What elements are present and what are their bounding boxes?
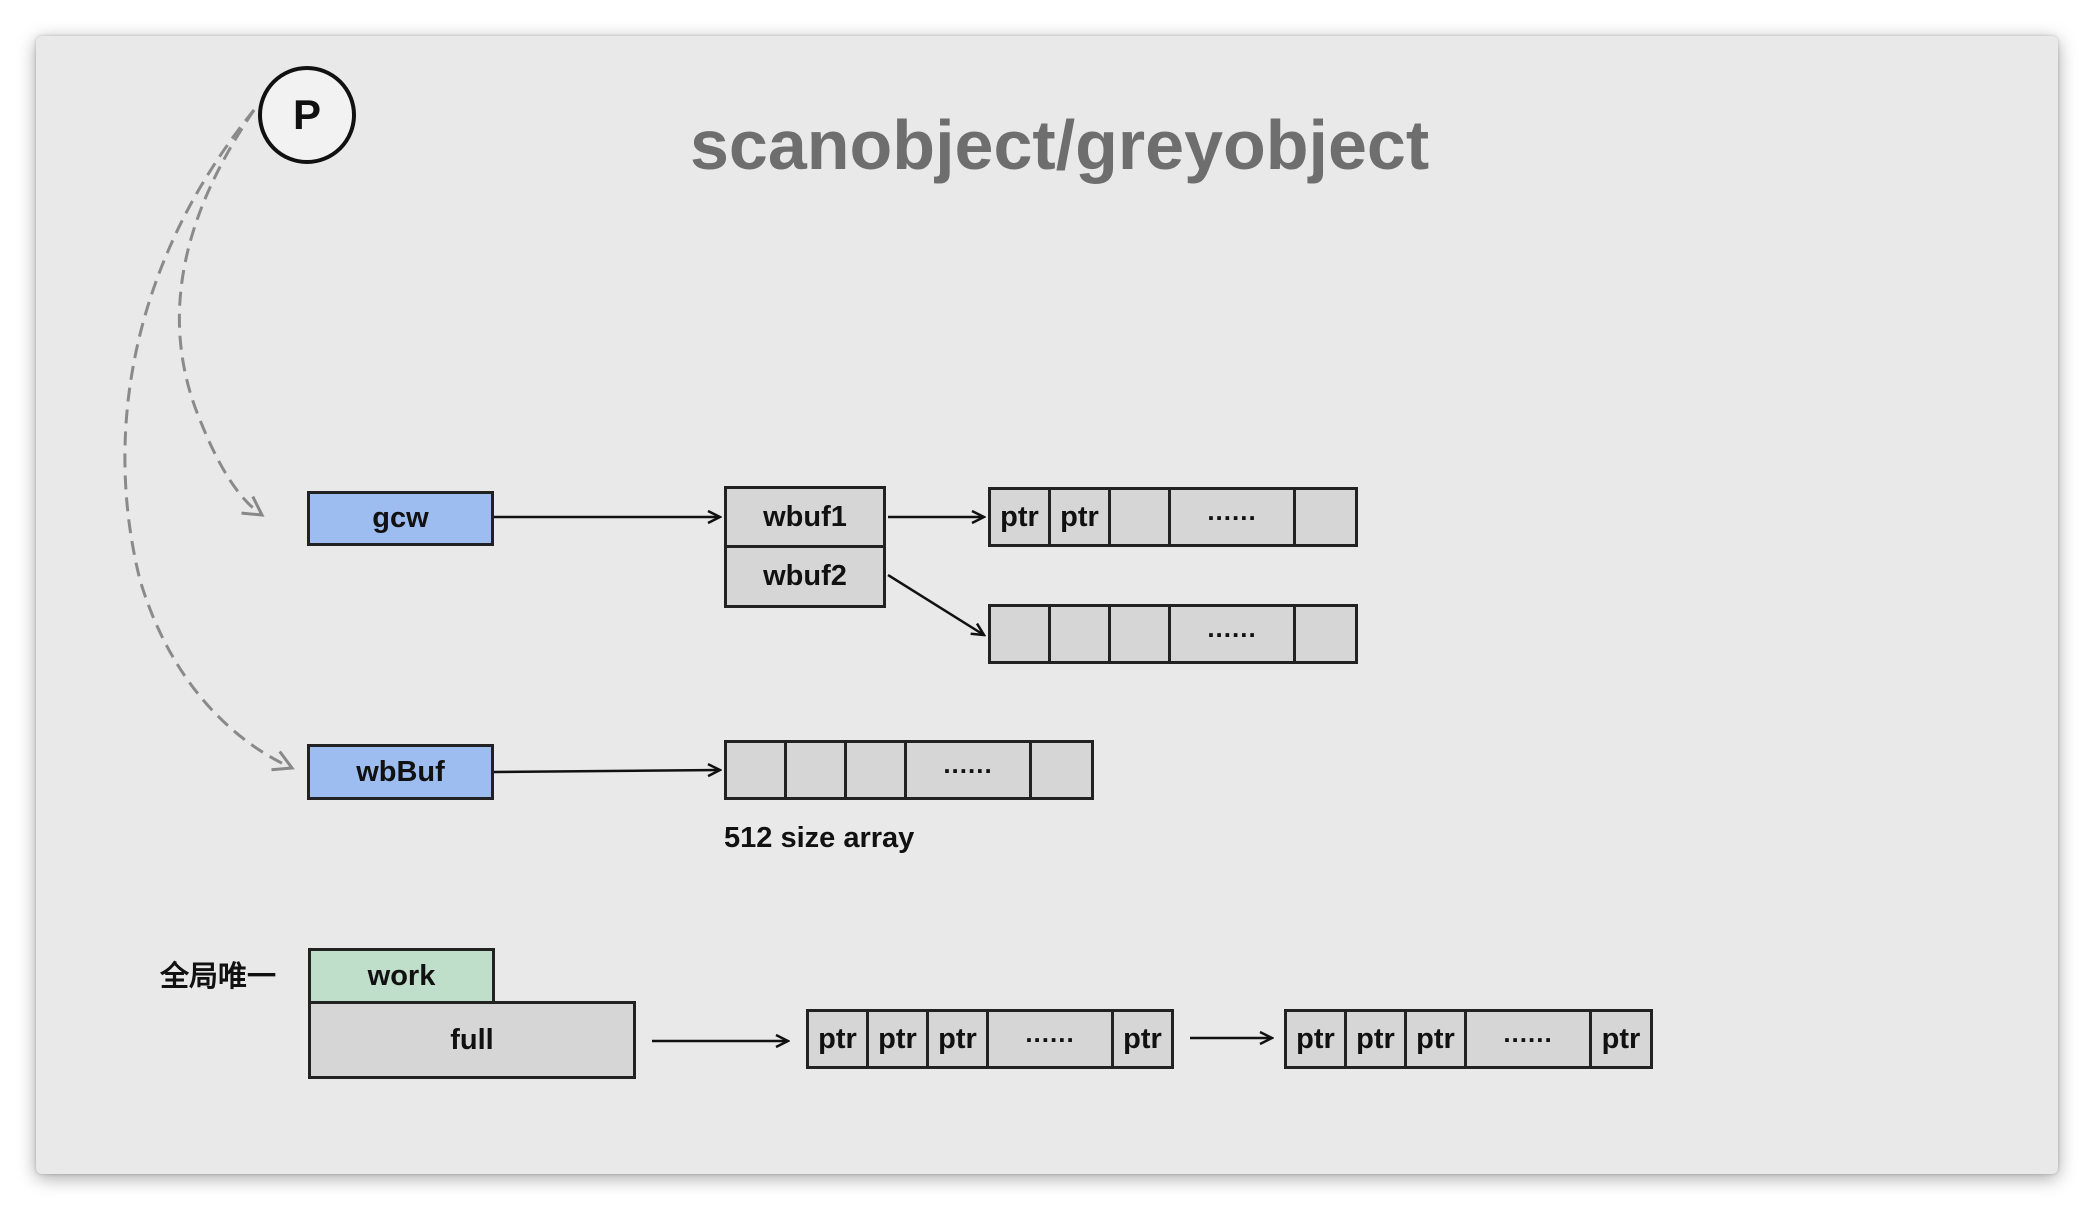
- wbuf2-to-array-arrow: [887, 573, 984, 635]
- array-cell: [1111, 490, 1171, 544]
- global-unique-label: 全局唯一: [160, 961, 277, 993]
- array-cell: ptr: [1123, 1022, 1162, 1055]
- array-cell: [991, 607, 1051, 661]
- array-ellipsis-cell: ......: [1467, 1012, 1592, 1066]
- wbuf1-array: ptr ptr ......: [988, 487, 1358, 547]
- work-box: work: [308, 948, 495, 1004]
- array-cell: ptr: [1601, 1022, 1641, 1055]
- array-cell: [1051, 607, 1111, 661]
- array-cell: ptr: [1051, 490, 1111, 544]
- array-cell: ptr: [809, 1012, 869, 1066]
- full-box: full: [308, 1001, 636, 1079]
- wbbuf-box: wbBuf: [307, 744, 494, 800]
- array-cell: [1032, 743, 1091, 797]
- wbuf2-box: wbuf2: [724, 545, 886, 608]
- array-cell: ptr: [1407, 1012, 1467, 1066]
- gcw-box: gcw: [307, 491, 494, 546]
- array-cell: [727, 743, 787, 797]
- array-size-caption: 512 size array: [724, 822, 915, 854]
- array-cell: ptr: [991, 490, 1051, 544]
- wbbuf-array: ......: [724, 740, 1094, 800]
- p-to-wbbuf-dashed-arrow: [123, 109, 295, 772]
- p-to-gcw-dashed-arrow: [178, 109, 265, 517]
- array-ellipsis-cell: ......: [1171, 490, 1296, 544]
- diagram-title: scanobject/greyobject: [690, 106, 1430, 184]
- wbuf2-array: ......: [988, 604, 1358, 664]
- array-cell: ptr: [869, 1012, 929, 1066]
- wbuf1-box: wbuf1: [724, 486, 886, 548]
- array-ellipsis-cell: ......: [989, 1012, 1114, 1066]
- array-cell: ptr: [1347, 1012, 1407, 1066]
- array-cell: [847, 743, 907, 797]
- array-cell: ptr: [1287, 1012, 1347, 1066]
- array-cell: [787, 743, 847, 797]
- array-cell: [1296, 607, 1355, 661]
- array-cell: ptr: [929, 1012, 989, 1066]
- full-array-1: ptr ptr ptr ...... ptr: [806, 1009, 1174, 1069]
- array-ellipsis-cell: ......: [1171, 607, 1296, 661]
- p-node: P: [258, 66, 356, 164]
- array-cell: [1111, 607, 1171, 661]
- array-ellipsis-cell: ......: [907, 743, 1032, 797]
- wbbuf-to-array-arrow: [493, 770, 720, 772]
- full-array-2: ptr ptr ptr ...... ptr: [1284, 1009, 1653, 1069]
- array-cell: [1296, 490, 1355, 544]
